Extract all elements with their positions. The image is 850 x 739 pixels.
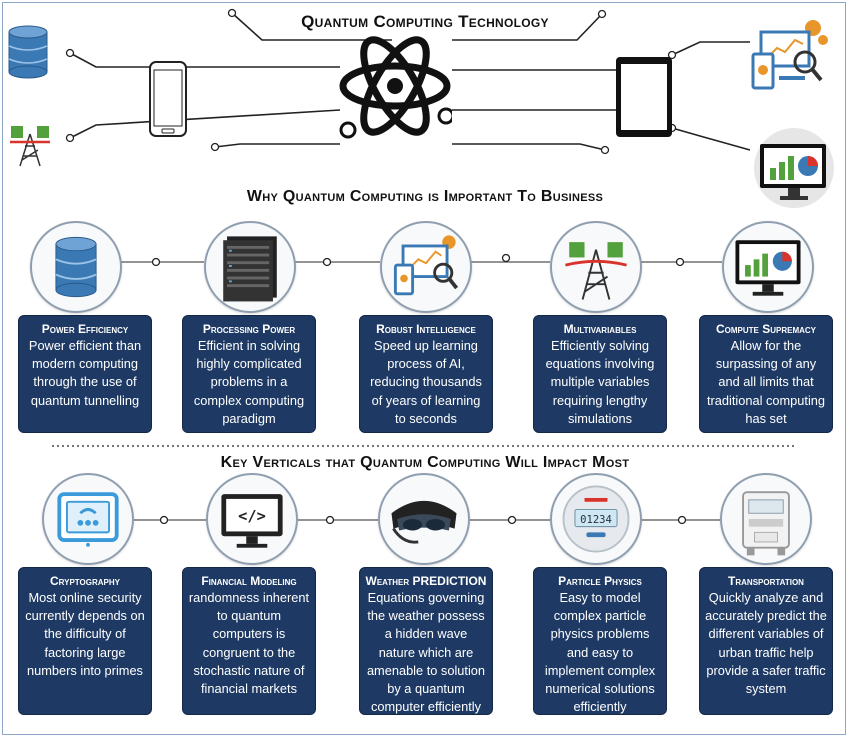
database-icon	[8, 25, 48, 79]
card-title: Robust Intelligence	[376, 322, 476, 336]
multivariables-circle	[550, 221, 642, 313]
card-body: Allow for the surpassing of any and all …	[706, 338, 826, 426]
card-body: Quickly analyze and accurately predict t…	[705, 590, 827, 697]
particle-physics-card: Particle Physics Easy to model complex p…	[533, 567, 667, 715]
server-rack-icon	[223, 236, 277, 302]
card-body: Most online security currently depends o…	[25, 590, 145, 678]
analytics-devices-icon	[393, 235, 459, 296]
card-title: Cryptography	[49, 574, 120, 588]
card-title: Transportation	[728, 574, 804, 588]
weather-prediction-card: Weather PREDICTION Equations governing t…	[359, 567, 493, 715]
card-body: randomness inherent to quantum computers…	[188, 590, 310, 697]
monitor-chart-icon	[754, 128, 834, 208]
gas-meter-icon	[742, 491, 790, 556]
analytics-devices-icon	[751, 20, 828, 90]
meter-reading: 01234	[580, 514, 612, 526]
card-body: Easy to model complex particle physics p…	[544, 590, 656, 715]
robust-intelligence-circle	[380, 221, 472, 313]
financial-modeling-card: Financial Modeling randomness inherent t…	[182, 567, 316, 715]
tablet-security-icon	[57, 492, 119, 547]
svg-text:</>: </>	[238, 507, 266, 525]
cryptography-circle	[42, 473, 134, 565]
financial-modeling-circle: </>	[206, 473, 298, 565]
transportation-circle	[720, 473, 812, 565]
compute-supremacy-circle	[722, 221, 814, 313]
card-title: Multivariables	[563, 322, 637, 336]
multivariables-card: Multivariables Efficiently solving equat…	[533, 315, 667, 433]
tablet-icon	[616, 57, 672, 137]
card-title: Particle Physics	[558, 574, 642, 588]
robust-intelligence-card: Robust Intelligence Speed up learning pr…	[359, 315, 493, 433]
processing-power-card: Processing Power Efficient in solving hi…	[182, 315, 316, 433]
headset-icon	[391, 500, 457, 544]
transportation-card: Transportation Quickly analyze and accur…	[699, 567, 833, 715]
card-title: Power Efficiency	[41, 322, 129, 336]
card-body: Power efficient than modern computing th…	[28, 338, 142, 408]
cryptography-card: Cryptography Most online security curren…	[18, 567, 152, 715]
card-title: Processing Power	[202, 322, 296, 336]
particle-physics-circle: 01234	[550, 473, 642, 565]
card-body: Efficient in solving highly complicated …	[193, 338, 305, 426]
database-icon	[55, 236, 97, 298]
card-body: Speed up learning process of AI, reducin…	[370, 338, 482, 426]
card-title: Weather PREDICTION	[365, 574, 487, 588]
processing-power-circle	[204, 221, 296, 313]
code-monitor-icon: </>	[221, 494, 283, 548]
power-efficiency-card: Power Efficiency Power efficient than mo…	[18, 315, 152, 433]
card-title: Compute Supremacy	[715, 322, 816, 336]
phone-icon	[149, 61, 187, 137]
card-body: Equations governing the weather possess …	[366, 590, 486, 715]
page-title: Quantum Computing Technology	[301, 12, 549, 31]
atom-icon	[339, 36, 452, 139]
network-tower-icon	[10, 126, 50, 167]
meter-icon: 01234	[562, 485, 630, 553]
power-efficiency-circle	[30, 221, 122, 313]
weather-prediction-circle	[378, 473, 470, 565]
card-title: Financial Modeling	[201, 574, 297, 588]
network-tower-icon	[565, 242, 627, 300]
compute-supremacy-card: Compute Supremacy Allow for the surpassi…	[699, 315, 833, 433]
card-body: Efficiently solving equations involving …	[545, 338, 655, 426]
section1-title: Why Quantum Computing is Important To Bu…	[246, 188, 604, 205]
section2-title: Key Verticals that Quantum Computing Wil…	[220, 454, 630, 471]
monitor-chart-icon	[735, 240, 801, 296]
